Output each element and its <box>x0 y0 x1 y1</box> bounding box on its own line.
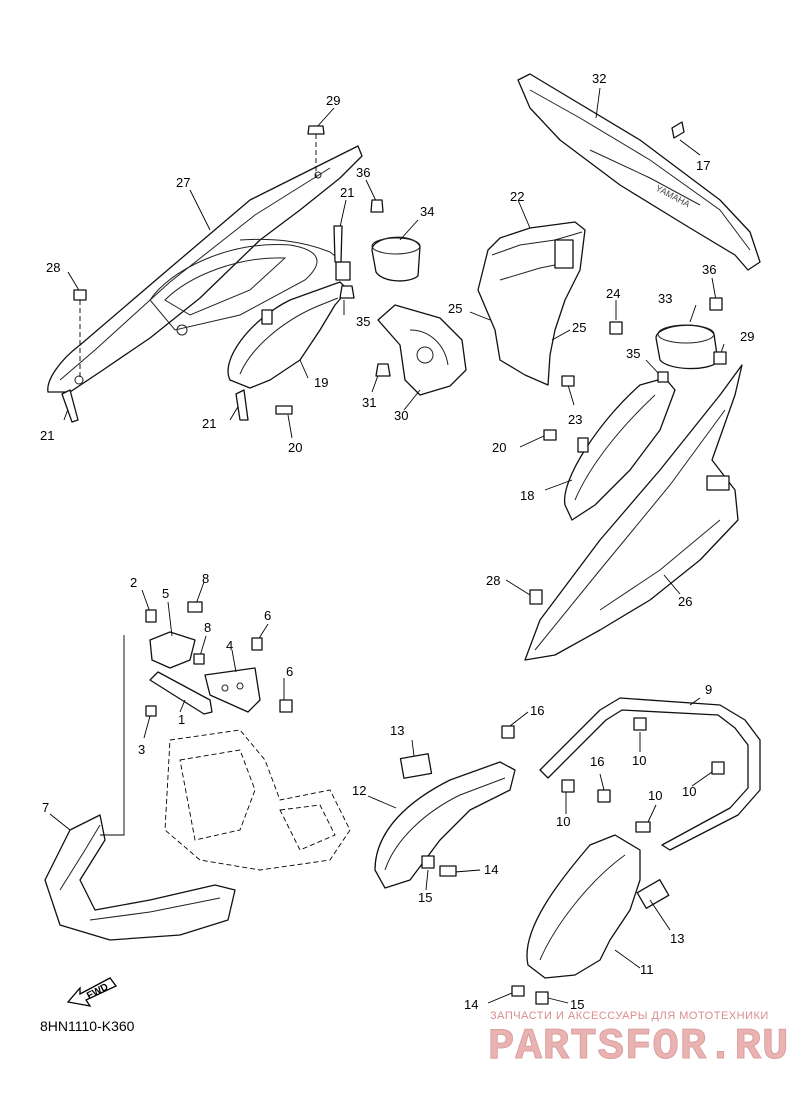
callout-32: 32 <box>592 71 606 86</box>
callout-17: 17 <box>696 158 710 173</box>
callout-10: 10 <box>556 814 570 829</box>
callout-12: 12 <box>352 783 366 798</box>
callout-24: 24 <box>606 286 620 301</box>
callout-15: 15 <box>570 997 584 1012</box>
callout-3: 3 <box>138 742 145 757</box>
callout-6: 6 <box>286 664 293 679</box>
callout-28: 28 <box>486 573 500 588</box>
callout-35: 35 <box>626 346 640 361</box>
callout-29: 29 <box>326 93 340 108</box>
callout-30: 30 <box>394 408 408 423</box>
callout-14: 14 <box>464 997 478 1012</box>
part-4-bracket <box>204 667 261 713</box>
part-33-right-ring <box>655 324 719 370</box>
callout-1: 1 <box>178 712 185 727</box>
callout-21: 21 <box>202 416 216 431</box>
callout-5: 5 <box>162 586 169 601</box>
part-22-center-panel <box>477 221 586 386</box>
callout-16: 16 <box>590 754 604 769</box>
callout-8: 8 <box>204 620 211 635</box>
fwd-label: FWD <box>85 982 110 1002</box>
watermark-brand: PARTSFOR.RU <box>487 1022 790 1073</box>
part-19-left-inner-bracket <box>227 261 351 389</box>
callout-labels: 29 27 21 36 34 28 35 19 31 30 21 21 20 3… <box>40 71 754 1012</box>
callout-19: 19 <box>314 375 328 390</box>
watermark-tagline: ЗАПЧАСТИ И АКСЕССУАРЫ ДЛЯ МОТОТЕХНИКИ <box>490 1010 769 1022</box>
part-9-grab-bar <box>539 697 761 851</box>
callout-31: 31 <box>362 395 376 410</box>
part-7-front-lower-cowl <box>44 814 236 941</box>
callout-14: 14 <box>484 862 498 877</box>
callout-13: 13 <box>390 723 404 738</box>
part-30-left-bracket <box>377 304 467 396</box>
callout-36: 36 <box>702 262 716 277</box>
callout-13: 13 <box>670 931 684 946</box>
part-5-bracket <box>149 631 196 669</box>
part-34-left-ring <box>371 236 421 282</box>
diagram-code: 8HN1110-K360 <box>40 1018 135 1034</box>
callout-10: 10 <box>682 784 696 799</box>
part-1-stay <box>149 671 213 715</box>
callout-6: 6 <box>264 608 271 623</box>
callout-35: 35 <box>356 314 370 329</box>
part-32-upper-cover: YAMAHA <box>517 73 761 271</box>
callout-21: 21 <box>340 185 354 200</box>
frame-reference <box>164 729 351 871</box>
callout-4: 4 <box>226 638 233 653</box>
callout-16: 16 <box>530 703 544 718</box>
callout-9: 9 <box>705 682 712 697</box>
fasteners <box>61 121 727 1005</box>
part-11-front-fender <box>526 834 670 979</box>
callout-34: 34 <box>420 204 434 219</box>
callout-25: 25 <box>448 301 462 316</box>
fwd-arrow-icon: FWD <box>66 968 118 1013</box>
leader-lines <box>49 87 725 1004</box>
callout-22: 22 <box>510 189 524 204</box>
part-18-right-inner-bracket <box>563 377 676 521</box>
callout-20: 20 <box>288 440 302 455</box>
callout-10: 10 <box>648 788 662 803</box>
callout-21: 21 <box>40 428 54 443</box>
callout-11: 11 <box>640 962 654 977</box>
callout-20: 20 <box>492 440 506 455</box>
callout-15: 15 <box>418 890 432 905</box>
callout-27: 27 <box>176 175 190 190</box>
callout-33: 33 <box>658 291 672 306</box>
callout-10: 10 <box>632 753 646 768</box>
callout-25: 25 <box>572 320 586 335</box>
part-12-rear-fender <box>374 753 516 889</box>
callout-2: 2 <box>130 575 137 590</box>
callout-29: 29 <box>740 329 754 344</box>
part-27-left-side-cover <box>47 145 363 393</box>
callout-23: 23 <box>568 412 582 427</box>
callout-18: 18 <box>520 488 534 503</box>
callout-36: 36 <box>356 165 370 180</box>
part-26-right-side-cover <box>524 364 743 661</box>
callout-28: 28 <box>46 260 60 275</box>
callout-7: 7 <box>42 800 49 815</box>
callout-26: 26 <box>678 594 692 609</box>
callout-8: 8 <box>202 571 209 586</box>
